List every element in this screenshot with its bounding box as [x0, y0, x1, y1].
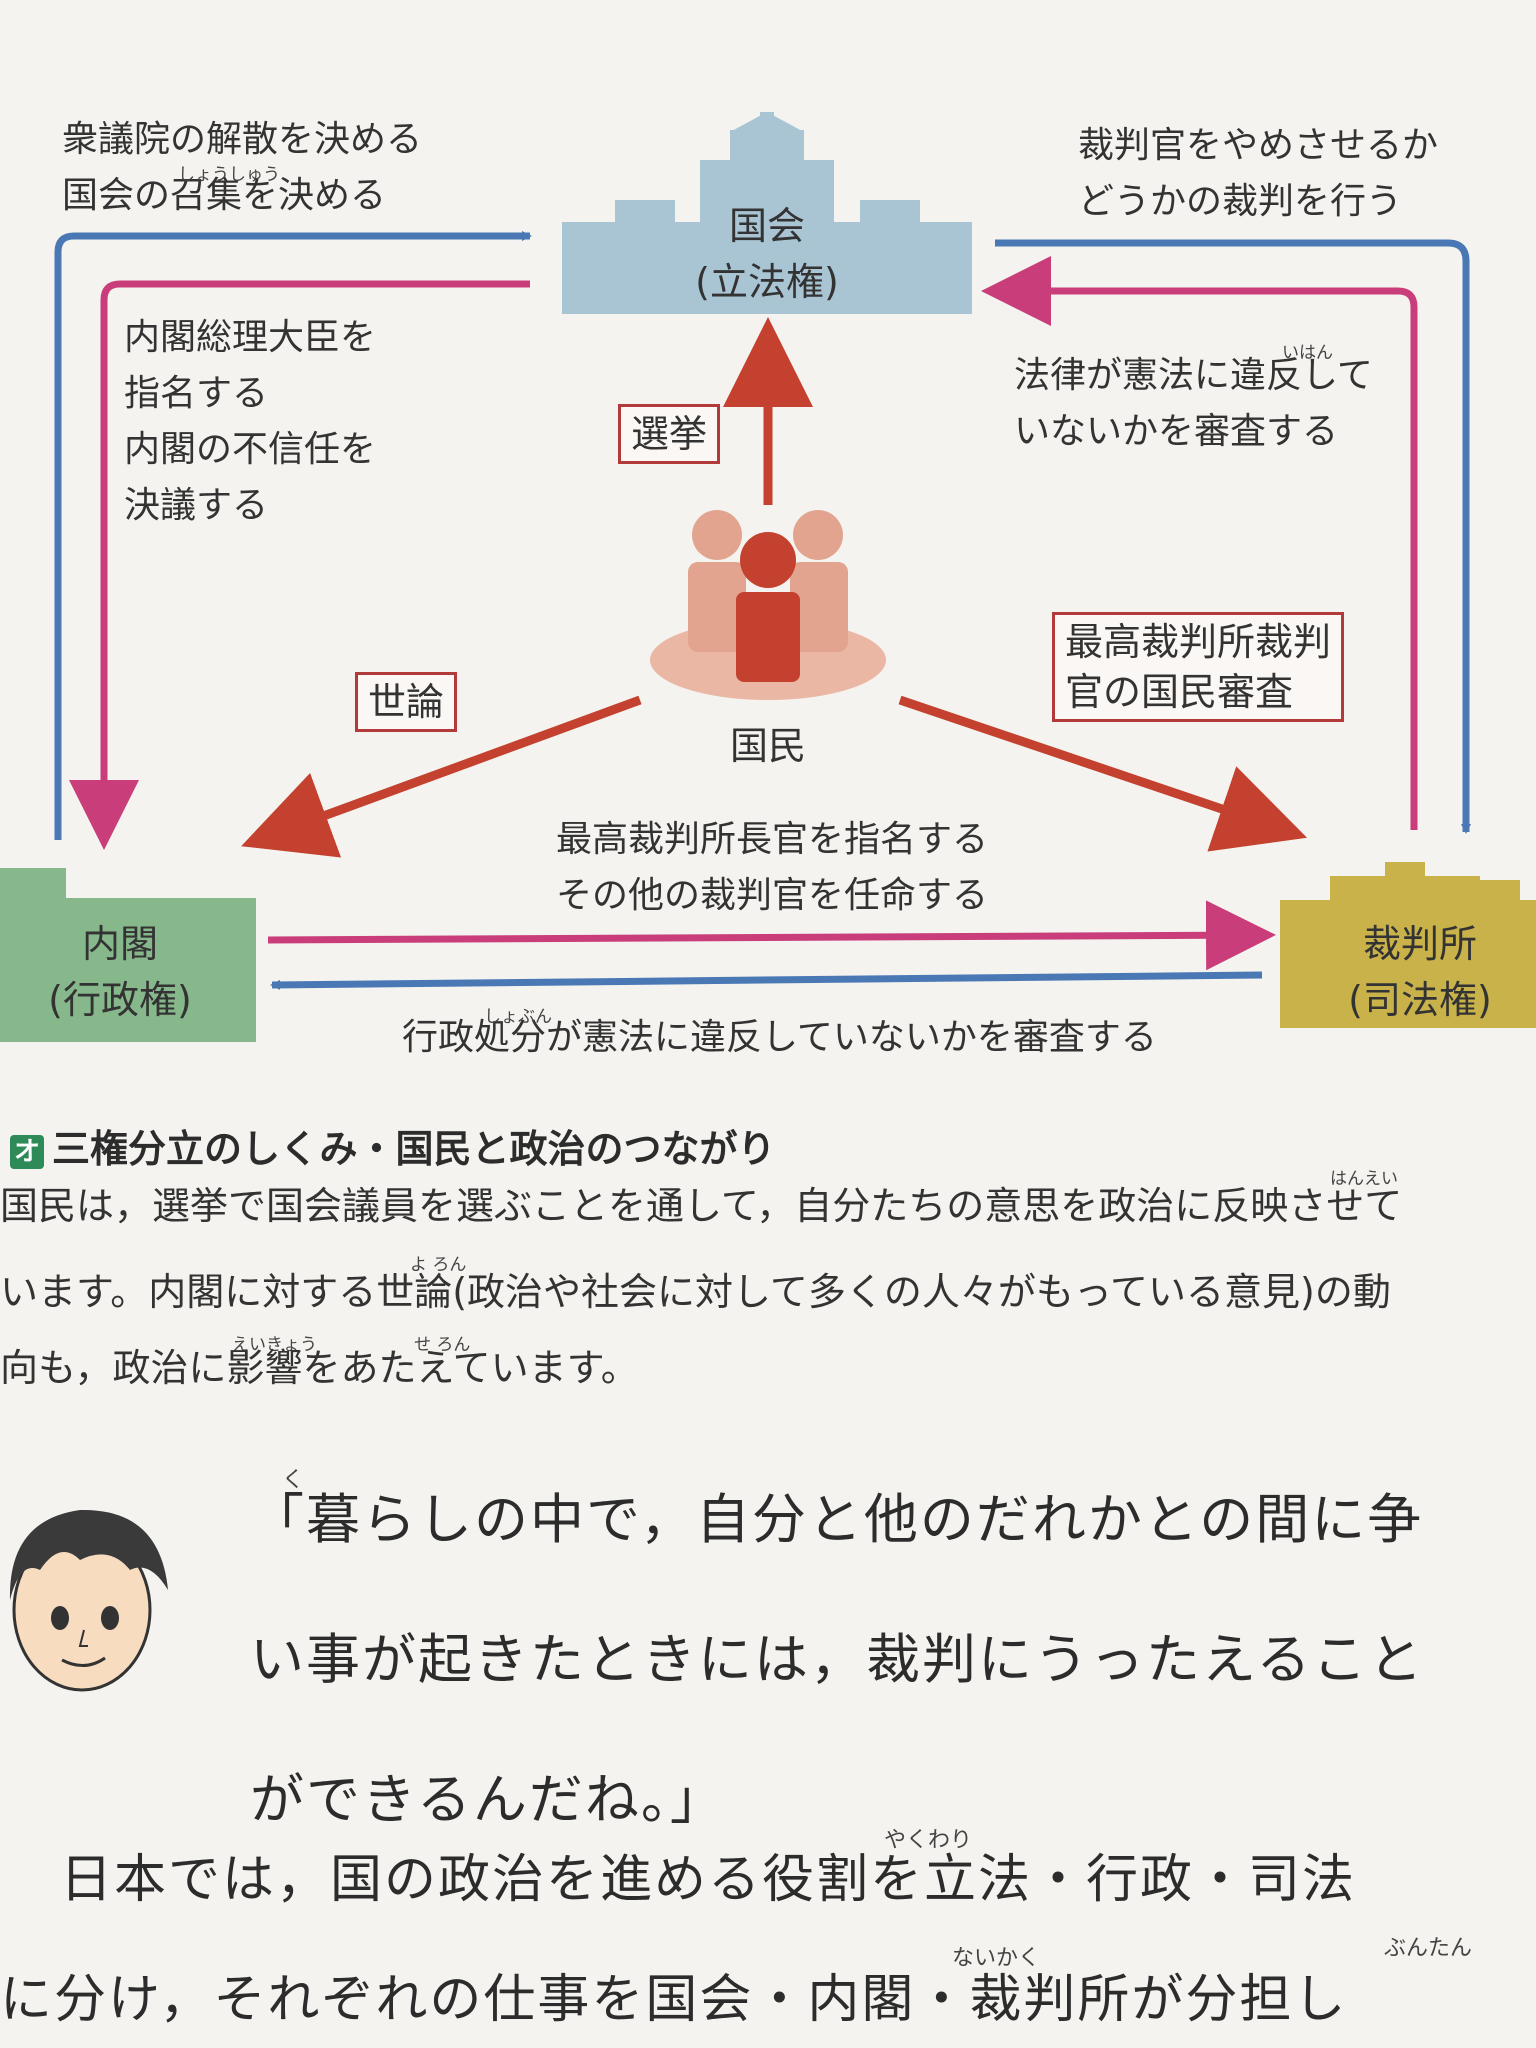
quote-line-2: い事が起きたときには，裁判にうったえること [250, 1628, 1425, 1691]
caption-badge-icon: オ [10, 1134, 44, 1169]
quote-line-3: ができるんだね。」 [250, 1768, 726, 1831]
naikaku-to-saiban-line-1: 最高裁判所長官を指名する [556, 819, 989, 860]
separation-of-powers-diagram: 国会 (立法権) 内閣 (行政権) 裁判所 (司法権) 国民 選挙 世論 最高裁… [0, 112, 1536, 1058]
ruby-naikaku: ないかく [952, 1946, 1041, 1971]
kokumin-shinsa-line-1: 最高裁判所裁判 [1065, 620, 1332, 664]
kokkai-to-saiban-line-2: どうかの裁判を行う [1078, 181, 1403, 222]
ruby-eikyou: えいきょう [232, 1335, 317, 1355]
arrow-naikaku-to-kokkai [54, 231, 532, 840]
kokkai-to-naikaku-line-2: 指名する [124, 373, 269, 414]
ruby-buntan: ぶんたん [1384, 1936, 1473, 1961]
ruby-yakuwari: やくわり [884, 1828, 973, 1853]
kokumin-shinsa-line-2: 官の国民審査 [1065, 670, 1294, 714]
kokumin-label: 国民 [729, 724, 806, 768]
senkyo-label: 選挙 [618, 404, 721, 464]
naikaku-to-kokkai-text: 衆議院の解散を決める 国会の召集を決める [62, 112, 422, 224]
kokkai-to-naikaku-line-4: 決議する [124, 485, 269, 526]
paragraph-line-1: 国民は，選挙で国会議員を選ぶことを通して，自分たちの意思を政治に反映させて [0, 1184, 1403, 1228]
ruby-seron: せ ろん [414, 1335, 471, 1355]
diagram-graphics [0, 112, 1536, 1042]
kokumin-people-icon [650, 510, 886, 700]
kokkai-to-naikaku-text: 内閣総理大臣を 指名する 内閣の不信任を 決議する [124, 310, 376, 534]
quote-line-1: 「暮らしの中で，自分と他のだれかとの間に争 [250, 1488, 1424, 1551]
saiban-to-kokkai-line-2: いないかを審査する [1014, 411, 1339, 452]
naikaku-label: 内閣 (行政権) [0, 916, 240, 1028]
arrow-saibansho-to-kokkai [981, 256, 1418, 830]
yoron-label: 世論 [355, 672, 458, 732]
kokkai-to-saiban-line-1: 裁判官をやめさせるか [1078, 125, 1439, 166]
arrow-kokkai-to-naikaku [69, 280, 530, 850]
kokkai-label: 国会 (立法権) [667, 198, 867, 310]
saibansho-power: (司法権) [1348, 978, 1492, 1022]
kokkai-building-icon [562, 112, 972, 314]
saibansho-label: 裁判所 (司法権) [1310, 916, 1530, 1028]
paragraph-line-2: います。内閣に対する世論(政治や社会に対して多くの人々がもっている意見)の動 [0, 1270, 1391, 1314]
body-line-1: 日本では，国の政治を進める役割を立法・行政・司法 [60, 1850, 1357, 1910]
saiban-to-naikaku-text: 行政処分が憲法に違反していないかを審査する [402, 1017, 1157, 1058]
ruby-hanei: はんえい [1330, 1169, 1398, 1189]
kokkai-power: (立法権) [695, 260, 839, 304]
arrow-naikaku-to-saibansho [267, 900, 1276, 971]
arrow-kokkai-to-saibansho [995, 239, 1471, 834]
paragraph-line-3: 向も，政治に影響をあたえています。 [0, 1346, 639, 1390]
arrow-yoron [241, 695, 642, 858]
kokkai-name: 国会 [728, 204, 805, 248]
kokkai-to-naikaku-line-1: 内閣総理大臣を [124, 317, 377, 358]
ruby-ku: く [282, 1468, 305, 1493]
body-line-2: に分け，それぞれの仕事を国会・内閣・裁判所が分担し [0, 1970, 1348, 2030]
naikaku-to-kokkai-line-1: 衆議院の解散を決める [62, 119, 423, 160]
kokkai-to-saiban-text: 裁判官をやめさせるか どうかの裁判を行う [1078, 118, 1438, 230]
saibansho-building-icon [1280, 862, 1536, 1028]
naikaku-power: (行政権) [48, 978, 192, 1022]
naikaku-to-saiban-text: 最高裁判所長官を指名する その他の裁判官を任命する [556, 812, 988, 924]
figure-caption: オ三権分立のしくみ・国民と政治のつながり [10, 1118, 776, 1173]
ruby-shobun: しょぶん [484, 1007, 552, 1027]
saiban-to-kokkai-text: 法律が憲法に違反して いないかを審査する [1014, 348, 1373, 460]
ruby-yoron: よ ろん [410, 1255, 467, 1275]
naikaku-name: 内閣 [81, 922, 158, 966]
kokkai-to-naikaku-line-3: 内閣の不信任を [124, 429, 377, 470]
saibansho-name: 裁判所 [1362, 922, 1477, 966]
arrow-kokumin-shinsa [898, 695, 1308, 852]
naikaku-to-saiban-line-2: その他の裁判官を任命する [556, 875, 989, 916]
boy-character-icon [9, 1509, 168, 1692]
saiban-to-kokkai-line-1: 法律が憲法に違反して [1014, 355, 1373, 396]
naikaku-building-icon [0, 868, 256, 1042]
naikaku-to-kokkai-line-2: 国会の召集を決める [62, 175, 387, 216]
caption-title: 三権分立のしくみ・国民と政治のつながり [52, 1127, 776, 1171]
arrow-saibansho-to-naikaku [270, 971, 1263, 990]
kokumin-shinsa-label: 最高裁判所裁判 官の国民審査 [1052, 612, 1345, 722]
ruby-ihan: いはん [1282, 343, 1333, 363]
ruby-shoushuu: しょうしゅう [178, 165, 280, 185]
